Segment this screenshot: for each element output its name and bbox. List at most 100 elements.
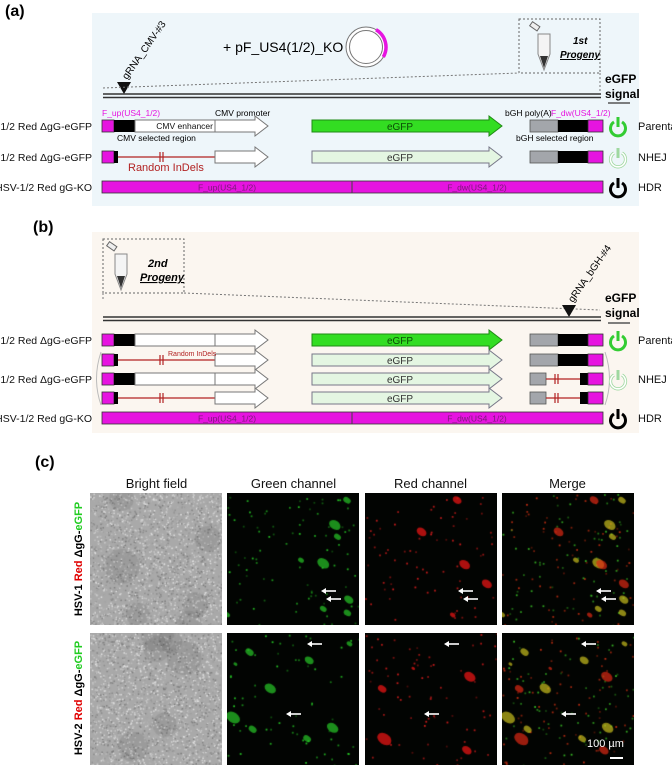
micrograph-green-channel-row-2 [227,633,359,765]
hdr-left-label: F_up(US4_1/2) [198,183,256,193]
outcome-label: HDR [638,182,662,194]
micrograph-merge-row-2 [502,633,634,765]
f-up-annotation: F_up(US4_1/2) [102,108,160,118]
cmv-selected-block [114,392,118,404]
signal-header: signal [605,87,640,101]
tube-icon [528,20,551,72]
bgh-selected-block [558,334,588,346]
panel-a-label: (a) [5,3,25,20]
cmv-promoter-arrow [214,114,269,138]
cmv-promoter-arrow [214,367,269,391]
arrow-left-icon [463,590,478,608]
cmv-enhancer-block [134,333,216,347]
f-dw-block [587,353,604,367]
cmv-promoter-arrow [214,145,269,169]
f-dw-block [587,119,604,133]
power-arc [609,374,627,390]
strain-label: HSV-1/2 Red ΔgG-eGFP [0,335,92,347]
cmv-promoter-arrow [214,348,269,372]
arrow-left-icon [286,705,301,723]
power-on-icon [609,331,627,352]
egfp-label: eGFP [387,394,413,405]
nhej-bracket [96,351,102,406]
plasmid-icon [345,26,388,68]
f-up-block [101,353,115,367]
f-up-block [101,119,115,133]
f-dw-block [587,150,604,164]
f-up-block [101,391,115,405]
power-arc [609,120,627,138]
signal-header: signal [605,306,640,320]
power-arc [609,152,627,168]
column-header-red: Red channel [394,476,467,491]
arrow-left-icon [424,705,439,723]
bgh-polya-block [529,150,559,164]
power-on-icon [609,117,627,138]
column-header-green: Green channel [250,476,337,491]
f-dw-block [587,372,604,386]
column-header-merge: Merge [549,476,586,491]
egfp-arrow [311,145,503,169]
panel-c-label: (c) [35,454,55,471]
f-up-block [101,372,115,386]
egfp-arrow [311,328,503,352]
column-header-bright-field: Bright field [125,476,188,491]
row-label-hsv2: HSV-2 Red ΔgG-eGFP [73,640,85,756]
bgh-selected-block [558,151,588,163]
egfp-arrow [311,367,503,391]
cmv-promoter-arrow [214,386,269,410]
outcome-label: NHEJ [638,374,667,386]
row-label-hsv1: HSV-1 Red ΔgG-eGFP [73,501,85,617]
bgh-polya-block [529,353,559,367]
cmv-promoter-annotation: CMV promoter [215,108,270,118]
bgh-selected-block [558,354,588,366]
plasmid-label: + pF_US4(1/2)_KO [223,39,343,55]
cmv-selected-annotation: CMV selected region [117,133,196,143]
egfp-label: eGFP [387,153,413,164]
strain-label: HSV-1/2 Red gG-KO [0,182,92,194]
arrow-left-icon [458,582,473,600]
power-faint-icon [608,370,628,391]
cmv-selected-block [114,334,135,346]
arrow-left-icon [581,635,596,653]
cmv-enhancer-annotation: CMV enhancer [156,121,213,131]
cmv-selected-block [114,373,135,385]
f-dw-block [587,333,604,347]
bgh-polya-block [529,333,559,347]
f-up-block [101,333,115,347]
power-arc [609,334,627,352]
bgh-polya-annotation: bGH poly(A) [505,108,552,118]
tube-icon [105,240,128,292]
micrograph-bright-field-row-2 [90,633,222,765]
panel-b-label: (b) [33,219,53,236]
arrow-left-icon [307,635,322,653]
first-progeny-box [518,18,601,74]
micrograph-merge-row-1 [502,493,634,625]
cut-site-marker [117,82,131,94]
cmv-selected-block [114,151,118,163]
progeny-label: Progeny [560,50,600,61]
power-arc [609,412,627,430]
micrograph-red-channel-row-1 [365,493,497,625]
strain-label: HSV-1/2 Red gG-KO [0,413,92,425]
micrograph-green-channel-row-1 [227,493,359,625]
outcome-label: Parental [638,121,672,133]
scale-bar-label: 100 µm [587,738,624,750]
arrow-left-icon [601,590,616,608]
f-up-block [101,150,115,164]
egfp-label: eGFP [387,375,413,386]
hdr-left-label: F_up(US4_1/2) [198,414,256,424]
micrograph-bright-field-row-1 [90,493,222,625]
egfp-label: eGFP [387,356,413,367]
bgh-selected-annotation: bGH selected region [516,133,594,143]
power-off-icon [609,178,627,199]
bgh-selected-block [558,120,588,132]
scale-bar [610,757,623,759]
power-arc [609,181,627,199]
random-indels-annotation: Random InDels [168,351,217,358]
arrow-left-icon [321,582,336,600]
micrograph-red-channel-row-2 [365,633,497,765]
bgh-polya-block [529,391,547,405]
strain-label: HSV-1/2 Red ΔgG-eGFP [0,374,92,386]
outcome-label: Parental [638,335,672,347]
